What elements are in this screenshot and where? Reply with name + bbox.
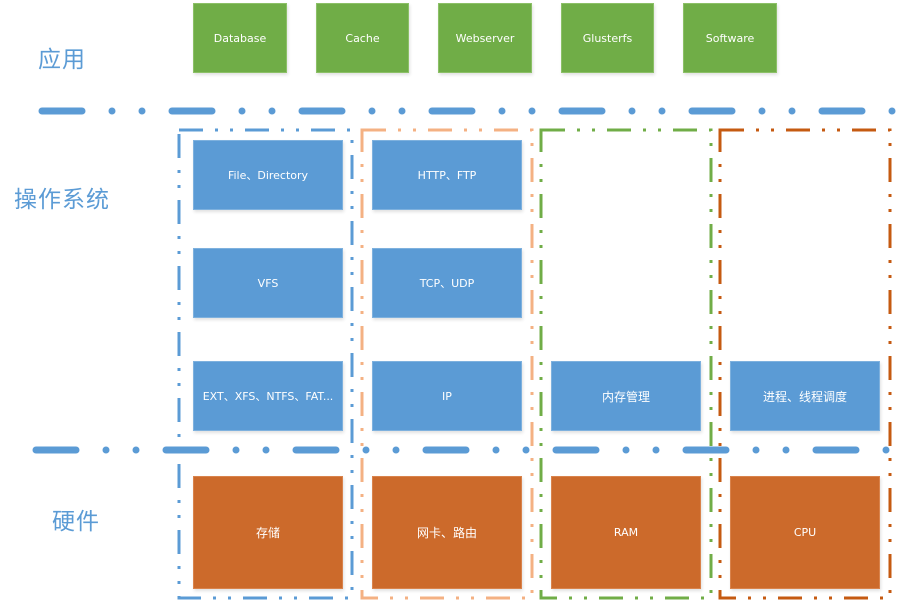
- group-frame-memory: [539, 128, 713, 600]
- os-box-filesystems: EXT、XFS、NTFS、FAT...: [193, 361, 343, 431]
- app-box-database: Database: [193, 3, 287, 73]
- layer-label-application: 应用: [38, 47, 86, 73]
- os-box-process-scheduling: 进程、线程调度: [730, 361, 880, 431]
- app-box-glusterfs: Glusterfs: [561, 3, 654, 73]
- group-frame-storage: [177, 128, 354, 600]
- layer-label-hardware: 硬件: [52, 509, 100, 535]
- os-box-tcp-udp: TCP、UDP: [372, 248, 522, 318]
- hw-box-ram: RAM: [551, 476, 701, 589]
- os-box-memory-management: 内存管理: [551, 361, 701, 431]
- os-box-http-ftp: HTTP、FTP: [372, 140, 522, 210]
- group-frame-cpu: [718, 128, 892, 600]
- os-box-file-directory: File、Directory: [193, 140, 343, 210]
- hw-box-nic-router: 网卡、路由: [372, 476, 522, 589]
- group-frame-network: [360, 128, 534, 600]
- os-box-vfs: VFS: [193, 248, 343, 318]
- app-box-cache: Cache: [316, 3, 409, 73]
- layer-label-os: 操作系统: [14, 187, 110, 213]
- os-box-ip: IP: [372, 361, 522, 431]
- app-box-webserver: Webserver: [438, 3, 532, 73]
- app-box-software: Software: [683, 3, 777, 73]
- hw-box-storage: 存储: [193, 476, 343, 589]
- hw-box-cpu: CPU: [730, 476, 880, 589]
